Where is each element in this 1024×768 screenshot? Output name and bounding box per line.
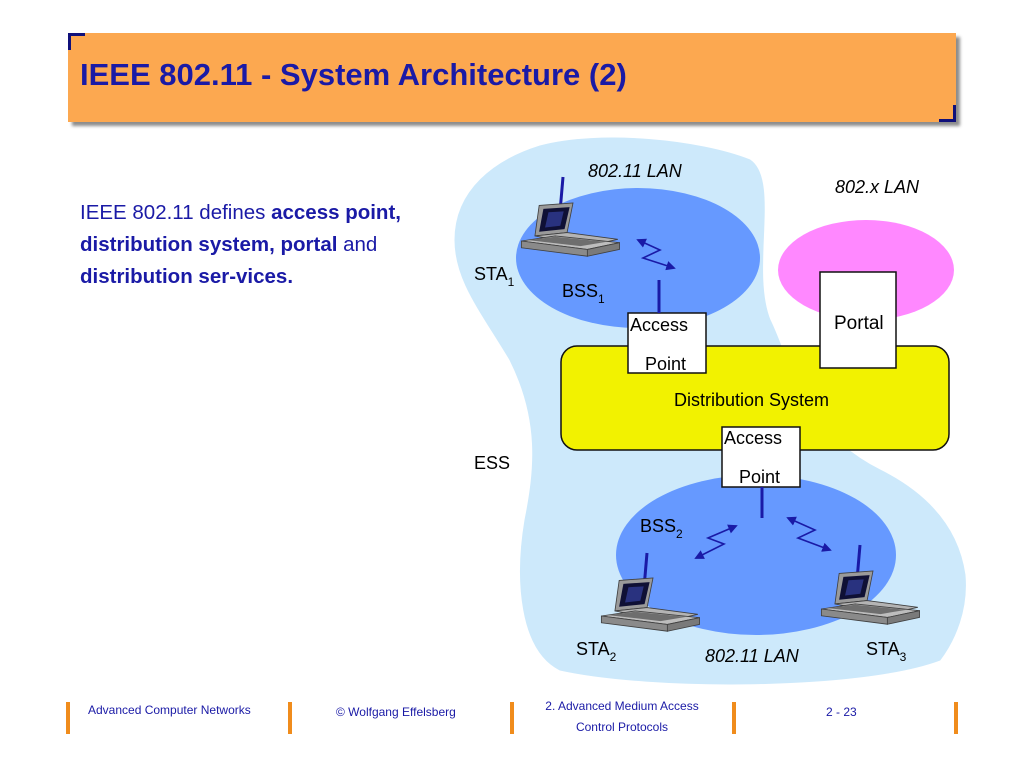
ess-label: ESS — [474, 453, 510, 473]
lan-top-label: 802.11 LAN — [588, 161, 683, 181]
distribution-system-label: Distribution System — [674, 390, 829, 410]
body-text: IEEE 802.11 defines access point, distri… — [80, 197, 420, 293]
footer-divider — [288, 702, 292, 734]
portal-box — [819, 271, 897, 369]
body-bold-terms-2: distribution ser-vices. — [80, 265, 294, 288]
title-corner-bottom-right — [939, 105, 956, 122]
wireless-link-icon — [694, 524, 738, 559]
footer: Advanced Computer Networks © Wolfgang Ef… — [0, 690, 1024, 740]
footer-divider — [732, 702, 736, 734]
footer-divider — [510, 702, 514, 734]
footer-chapter: 2. Advanced Medium Access Control Protoc… — [522, 696, 722, 738]
footer-divider — [66, 702, 70, 734]
footer-chapter-line-2: Control Protocols — [575, 720, 669, 734]
access-point-1-label: Access Point — [630, 315, 693, 374]
body-text-part-1: IEEE 802.11 defines — [80, 201, 272, 224]
access-point-2-label: Access Point — [724, 428, 787, 487]
body-bold-terms-1: access point, distribution system, porta… — [80, 201, 401, 256]
footer-page-number: 2 - 23 — [826, 705, 857, 719]
title-bar: IEEE 802.11 - System Architecture (2) — [68, 33, 956, 122]
slide-title: IEEE 802.11 - System Architecture (2) — [80, 57, 627, 92]
bss2-label: BSS2 — [640, 516, 683, 541]
sta1-label: STA1 — [474, 264, 515, 289]
sta2-label: STA2 — [576, 639, 617, 664]
wireless-link-icon — [636, 238, 676, 271]
sta3-label: STA3 — [866, 639, 907, 664]
wireless-link-icon — [786, 516, 832, 552]
access-point-1-box — [627, 312, 707, 374]
footer-divider — [954, 702, 958, 734]
lan-bottom-label: 802.11 LAN — [705, 646, 800, 666]
portal-label: Portal — [834, 313, 884, 334]
body-text-part-2: and — [337, 233, 378, 256]
bss2-ellipse — [616, 475, 896, 635]
bss1-label: BSS1 — [562, 281, 605, 306]
footer-course: Advanced Computer Networks — [88, 703, 251, 717]
footer-author: © Wolfgang Effelsberg — [336, 705, 456, 719]
footer-chapter-line-1: 2. Advanced Medium Access — [545, 699, 699, 713]
title-corner-top-left — [68, 33, 85, 50]
lan-x-label: 802.x LAN — [835, 177, 920, 197]
